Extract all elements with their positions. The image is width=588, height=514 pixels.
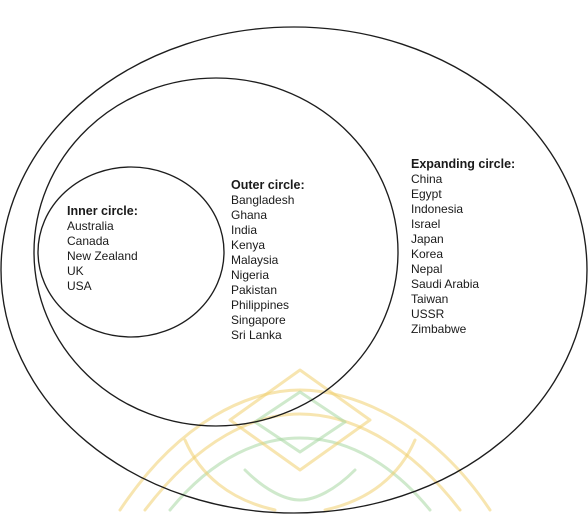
inner-circle	[37, 166, 225, 338]
outer-circle-item: Sri Lanka	[231, 328, 282, 342]
expanding-circle-item: Korea	[411, 247, 444, 261]
outer-circle-item: India	[231, 223, 258, 237]
expanding-circle-item: Taiwan	[411, 292, 449, 306]
expanding-circle-item: Nepal	[411, 262, 443, 276]
expanding-circle-item: China	[411, 172, 443, 186]
expanding-circle-items: China Egypt Indonesia Israel Japan Korea…	[411, 172, 515, 337]
outer-circle-items: Bangladesh Ghana India Kenya Malaysia Ni…	[231, 193, 305, 343]
outer-circle-item: Bangladesh	[231, 193, 295, 207]
expanding-circle-title: Expanding circle:	[411, 157, 516, 171]
inner-circle-item: Australia	[67, 219, 114, 233]
expanding-circle-item: Indonesia	[411, 202, 464, 216]
outer-circle-list: Outer circle: Bangladesh Ghana India Ken…	[231, 178, 305, 343]
inner-circle-list: Inner circle: Australia Canada New Zeala…	[67, 204, 138, 294]
expanding-circle	[0, 26, 588, 514]
inner-circle-item: Canada	[67, 234, 110, 248]
outer-circle-item: Malaysia	[231, 253, 279, 267]
expanding-circle-list: Expanding circle: China Egypt Indonesia …	[411, 157, 515, 337]
outer-circle-item: Ghana	[231, 208, 268, 222]
inner-circle-items: Australia Canada New Zealand UK USA	[67, 219, 138, 294]
watermark-logo	[118, 368, 492, 512]
expanding-circle-item: Japan	[411, 232, 444, 246]
expanding-circle-item: Egypt	[411, 187, 442, 201]
outer-circle-title: Outer circle:	[231, 178, 305, 192]
inner-circle-title: Inner circle:	[67, 204, 138, 218]
outer-circle-item: Pakistan	[231, 283, 278, 297]
inner-circle-item: USA	[67, 279, 92, 293]
outer-circle-item: Nigeria	[231, 268, 270, 282]
expanding-circle-item: USSR	[411, 307, 445, 321]
expanding-circle-item: Israel	[411, 217, 441, 231]
outer-circle-item: Singapore	[231, 313, 286, 327]
expanding-circle-item: Saudi Arabia	[411, 277, 480, 291]
expanding-circle-item: Zimbabwe	[411, 322, 467, 336]
inner-circle-item: New Zealand	[67, 249, 138, 263]
outer-circle	[33, 77, 399, 427]
outer-circle-item: Kenya	[231, 238, 266, 252]
inner-circle-item: UK	[67, 264, 84, 278]
outer-circle-item: Philippines	[231, 298, 290, 312]
